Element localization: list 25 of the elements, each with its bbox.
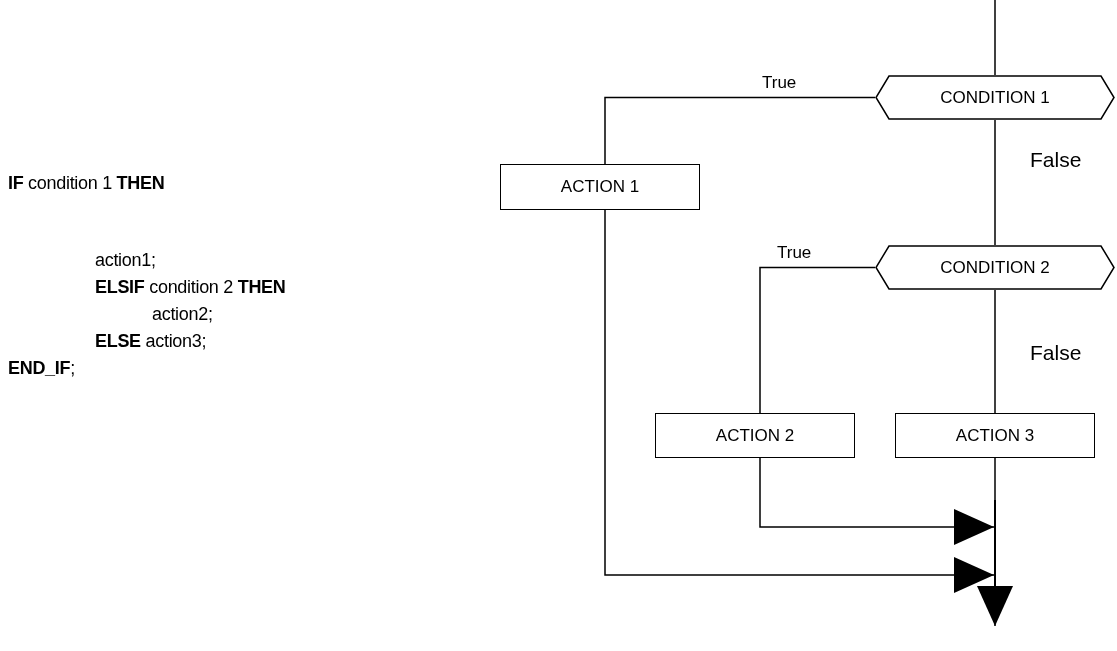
connector-line [994,119,996,246]
connector-line [994,457,996,501]
node-label: ACTION 3 [955,425,1035,446]
code-line: ELSE action3; [95,331,207,352]
connector-line [604,96,876,165]
node-label: CONDITION 2 [940,257,1050,278]
action-box [895,413,1095,458]
node-label: ACTION 1 [560,177,640,197]
action-box [655,413,855,458]
arrow [977,586,1013,627]
node-label: ACTION 2 [715,425,795,446]
code-line: action2; [152,304,213,325]
connector-line [759,266,876,414]
arrow [759,457,995,545]
code-line: END_IF; [8,358,75,379]
code-line: IF condition 1 THEN [8,173,165,194]
connector-line [994,289,996,414]
node-label: CONDITION 1 [940,87,1050,108]
decision-hexagon [875,245,1115,290]
action-box [500,164,700,210]
code-line: action1; [95,250,156,271]
arrow [604,209,995,593]
decision-hexagon [875,75,1115,120]
connector-line [994,0,996,76]
code-line: ELSIF condition 2 THEN [95,277,286,298]
